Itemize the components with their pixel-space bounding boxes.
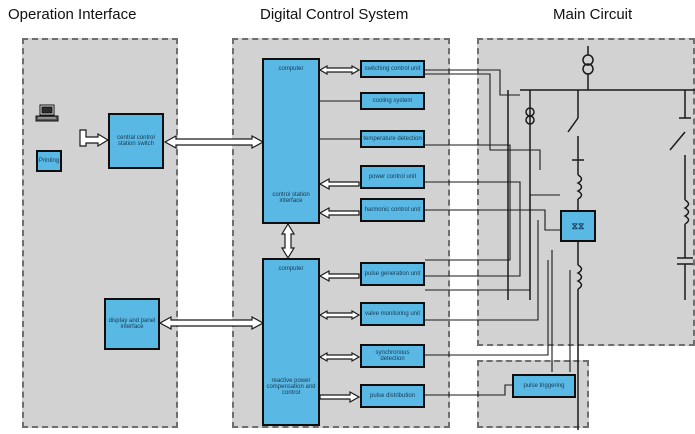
upper-computer-bottom-label: control station interface (272, 192, 310, 204)
module-label: power control unit (368, 174, 417, 180)
module-label: pulse generation unit (364, 271, 421, 277)
lower-computer-top-label: computer (278, 266, 304, 272)
upper-computer-top-label: computer (278, 66, 304, 72)
display-interface-label: display and panel interface (108, 318, 156, 330)
module-label: temperature detection (363, 136, 422, 142)
arrow-display-to-computer (158, 315, 265, 331)
lower-computer-bottom-label: reactive power compensation and control (266, 378, 316, 396)
module-6: valve monitoring unit (360, 302, 425, 326)
arrow-control-station-to-computer (163, 134, 265, 150)
pulse-triggering-block: pulse triggering (512, 374, 576, 398)
upper-computer-block: computer control station interface (262, 58, 320, 224)
thyristor-valve-block: ⧖⧖ (560, 210, 596, 242)
module-5: pulse generation unit (360, 262, 425, 286)
module-label: valve monitoring unit (364, 311, 421, 317)
operation-interface-panel (22, 38, 178, 428)
module-label: pulse distribution (369, 393, 416, 399)
arrow-computer-link (280, 222, 296, 260)
module-label: switching control unit (364, 66, 421, 72)
printer-label: Printing (38, 158, 60, 164)
module-3: power control unit (360, 165, 425, 189)
module-7: synchronous detection (360, 344, 425, 368)
main-circuit-lines (507, 46, 695, 430)
computer-icon (35, 104, 59, 122)
display-interface-block: display and panel interface (104, 298, 160, 350)
digital-control-system-title: Digital Control System (260, 6, 409, 23)
printer-block: Printing (36, 150, 62, 172)
control-station-label: central control station switch (117, 135, 155, 147)
module-4: harmonic control unit (360, 198, 425, 222)
module-0: switching control unit (360, 60, 425, 78)
lower-computer-block: computer reactive power compensation and… (262, 258, 320, 426)
module-2: temperature detection (360, 130, 425, 148)
main-circuit-title: Main Circuit (553, 6, 633, 23)
module-label: harmonic control unit (364, 207, 421, 213)
module-1: cooling system (360, 92, 425, 110)
control-station-block: central control station switch (108, 113, 164, 169)
pulse-triggering-label: pulse triggering (523, 383, 565, 389)
module-8: pulse distribution (360, 384, 425, 408)
module-label: cooling system (372, 98, 413, 104)
module-label: synchronous detection (375, 350, 410, 362)
operation-interface-title: Operation Interface (8, 6, 137, 23)
